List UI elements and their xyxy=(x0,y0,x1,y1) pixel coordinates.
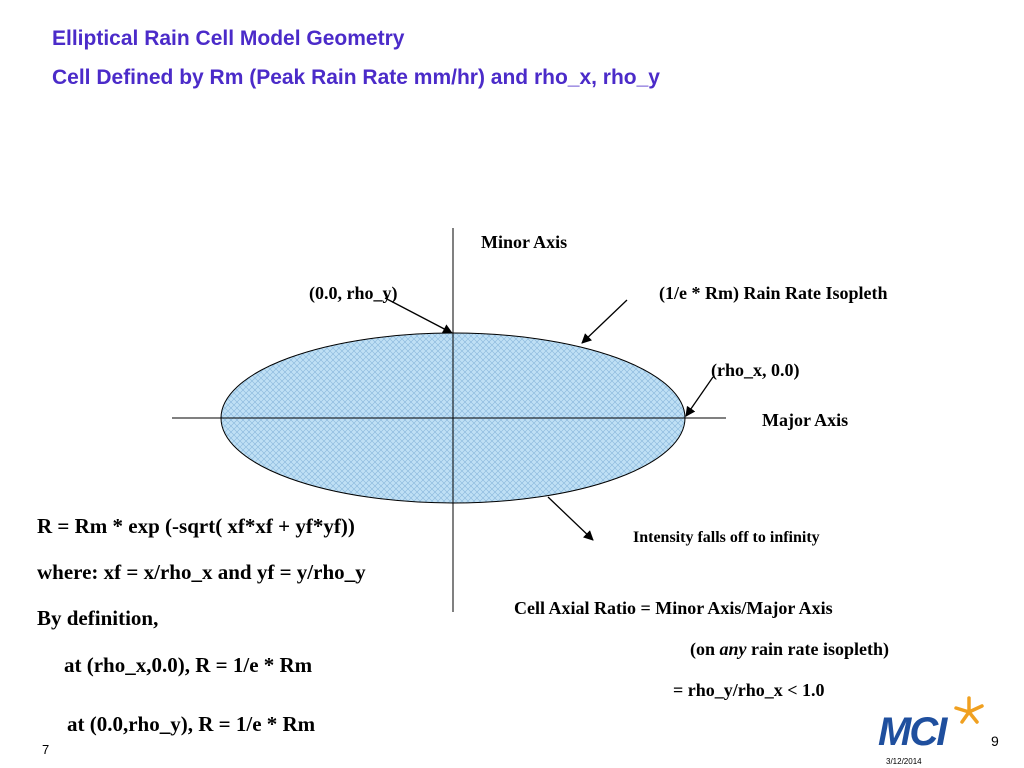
slide-number: 7 xyxy=(42,742,50,757)
point-right-label: (rho_x, 0.0) xyxy=(711,360,800,380)
mci-logo: MCI xyxy=(876,694,986,754)
arrow-top-point xyxy=(384,297,453,334)
slide-subtitle: Cell Defined by Rm (Peak Rain Rate mm/hr… xyxy=(52,66,660,89)
intensity-label: Intensity falls off to infinity xyxy=(633,529,820,546)
equation-line-2: where: xf = x/rho_x and yf = y/rho_y xyxy=(37,560,366,584)
emphasis-any: any xyxy=(719,639,747,659)
axial-ratio-line-1: Cell Axial Ratio = Minor Axis/Major Axis xyxy=(514,598,833,618)
axial-ratio-line-3: = rho_y/rho_x < 1.0 xyxy=(673,680,825,700)
footer-date: 3/12/2014 xyxy=(886,757,922,766)
equation-line-1: R = Rm * exp (-sqrt( xf*xf + yf*yf)) xyxy=(37,514,355,538)
arrow-intensity xyxy=(547,496,594,541)
mci-logo-text: MCI xyxy=(878,710,947,754)
isopleth-label: (1/e * Rm) Rain Rate Isopleth xyxy=(659,283,888,303)
arrow-right-point xyxy=(685,376,714,417)
arrow-isopleth xyxy=(581,299,628,344)
major-axis-label: Major Axis xyxy=(762,410,849,430)
page-number: 9 xyxy=(991,733,999,749)
equation-line-3: By definition, xyxy=(37,606,159,630)
slide-title: Elliptical Rain Cell Model Geometry xyxy=(52,27,405,50)
equation-line-5: at (0.0,rho_y), R = 1/e * Rm xyxy=(67,712,316,736)
axial-ratio-line-2: (on any rain rate isopleth) xyxy=(690,639,889,659)
equation-line-4: at (rho_x,0.0), R = 1/e * Rm xyxy=(64,653,313,677)
point-top-label: (0.0, rho_y) xyxy=(309,283,398,303)
star-icon xyxy=(954,696,984,724)
minor-axis-label: Minor Axis xyxy=(481,232,568,252)
